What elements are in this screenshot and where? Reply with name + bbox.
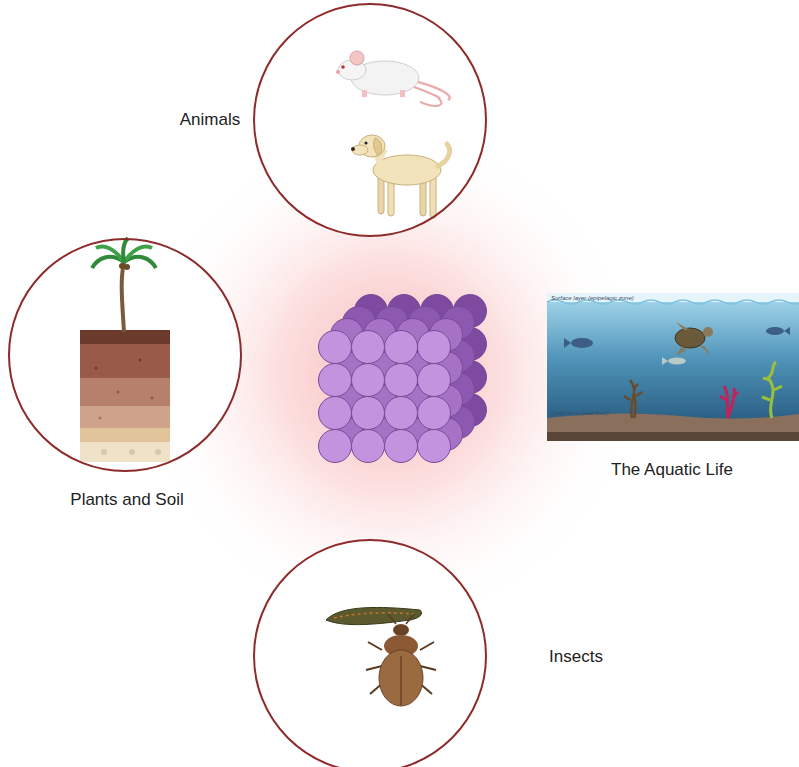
category-label: Insects [549, 647, 603, 667]
sphere [352, 430, 385, 463]
nanoparticle-cube [319, 295, 487, 463]
sphere [385, 397, 418, 430]
sphere [418, 364, 451, 397]
aquatic-scene [547, 293, 799, 441]
sphere [319, 364, 352, 397]
soil-profile [80, 330, 170, 462]
sphere [385, 331, 418, 364]
sphere [319, 331, 352, 364]
category-circle: Insects [253, 539, 487, 767]
sphere [352, 331, 385, 364]
category-label: The Aquatic Life [611, 460, 733, 480]
sphere [352, 364, 385, 397]
category-label: Animals [180, 110, 240, 130]
sphere [418, 331, 451, 364]
category-panel: The Aquatic Life [547, 293, 799, 441]
sphere [418, 397, 451, 430]
dog [351, 135, 450, 218]
sphere [385, 364, 418, 397]
category-label: Plants and Soil [70, 490, 183, 510]
turtle [675, 322, 713, 356]
sphere [385, 430, 418, 463]
beetle [366, 614, 436, 706]
sphere [418, 430, 451, 463]
palm-tree [92, 238, 156, 332]
category-circle: Plants and Soil [8, 238, 242, 472]
leech [326, 607, 422, 624]
sphere [319, 430, 352, 463]
zone-label: Surface layer (epipelagic zone) [551, 295, 634, 301]
sphere [352, 397, 385, 430]
sphere [319, 397, 352, 430]
category-circle: Animals [253, 3, 487, 237]
zone-label: Deep zone (sea floor) [551, 410, 609, 416]
mouse [336, 51, 450, 106]
